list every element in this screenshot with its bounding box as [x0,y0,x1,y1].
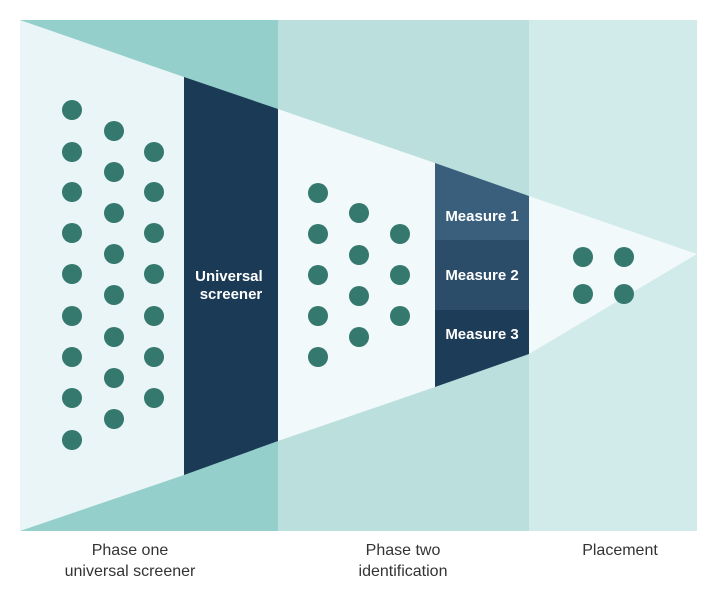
funnel-section-phase-one [20,20,184,531]
measure-3-box [435,310,529,387]
dot [104,368,124,388]
dot [308,265,328,285]
dot [144,347,164,367]
measure-2-label: Measure 2 [445,267,518,284]
funnel-section-placement [529,196,697,354]
dot [144,142,164,162]
dot [104,285,124,305]
universal-screener-box [184,77,278,475]
dot [104,121,124,141]
measure-2-box [435,240,529,310]
dot [104,244,124,264]
funnel-section-phase-two [278,109,435,441]
measure-1-box [435,163,529,240]
phase-two-label: Phase two identification [313,540,493,582]
dot [308,183,328,203]
dot [349,286,369,306]
phase-one-subtitle: universal screener [64,563,196,580]
dot [62,142,82,162]
measure-3-label: Measure 3 [445,326,518,343]
dot [104,409,124,429]
universal-screener-label: Universal screener [195,268,267,303]
dot [62,264,82,284]
dot [349,203,369,223]
phase-one-label: Phase one universal screener [40,540,220,582]
dot [104,203,124,223]
phase-two-dots [308,183,410,367]
phase-two-title: Phase two [365,542,441,559]
dot [144,388,164,408]
dot [62,223,82,243]
dot [62,388,82,408]
dot [144,223,164,243]
dot [104,162,124,182]
placement-title: Placement [582,542,658,559]
phase-one-title: Phase one [91,542,169,559]
dot [308,347,328,367]
dot [390,265,410,285]
dot [144,182,164,202]
dot [144,306,164,326]
dot [308,306,328,326]
placement-label: Placement [560,540,680,561]
dot [349,327,369,347]
dot [62,182,82,202]
dot [62,100,82,120]
dot [390,224,410,244]
dot [614,247,634,267]
dot [573,247,593,267]
dot [62,347,82,367]
dot [62,306,82,326]
dot [390,306,410,326]
phase-one-dots [62,100,164,450]
dot [104,327,124,347]
dot [62,430,82,450]
dot [573,284,593,304]
measure-1-label: Measure 1 [445,208,518,225]
dot [308,224,328,244]
dot [614,284,634,304]
phase-two-subtitle: identification [358,563,448,580]
dot [144,264,164,284]
placement-dots [573,247,634,304]
dot [349,245,369,265]
